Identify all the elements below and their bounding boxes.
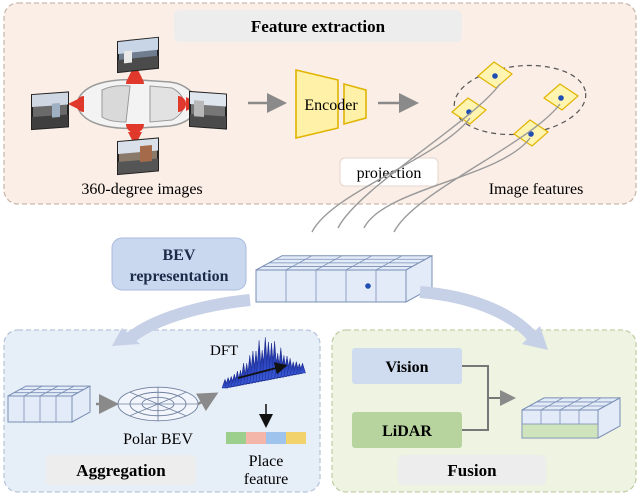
aggregation-panel: Polar BEV DFT Place feature Aggregation (3, 329, 321, 493)
bev-cube-front (255, 269, 407, 303)
right-camera-icon (178, 96, 186, 112)
projection-curve-1 (311, 117, 471, 233)
agg-cube-grid-t (55, 385, 75, 397)
fusion-vision-layer-grid-t (559, 397, 583, 411)
aggregation-title: Aggregation (76, 461, 166, 480)
rear-camera-image (117, 137, 159, 176)
feature-extraction-title: Feature extraction (251, 17, 386, 36)
polar-bev-grid (117, 386, 199, 422)
camera-images (31, 36, 227, 176)
projection-curve-3 (363, 137, 531, 229)
place-feature-bar (226, 432, 306, 444)
feature-extraction-panel: Feature extraction (3, 2, 637, 205)
encoder-label: Encoder (304, 97, 358, 114)
fusion-panel: Vision LiDAR Fusion (331, 329, 637, 493)
polar-bev-label: Polar BEV (123, 431, 193, 448)
projection-label-box (339, 157, 439, 187)
dft-axis-arrow (237, 362, 288, 379)
fusion-title: Fusion (447, 461, 497, 480)
bev-cube (255, 254, 433, 303)
fusion-title-box (398, 455, 546, 485)
polar-spoke (129, 391, 159, 405)
place-feature-line1: Place (249, 453, 284, 470)
bev-label-box: BEV representation (111, 237, 247, 291)
dft-peak-26 (299, 362, 306, 374)
place-feature-line2: feature (244, 471, 288, 488)
feature-point-4 (528, 131, 534, 137)
polar-spoke (129, 403, 159, 417)
aggregation-title-box (46, 455, 196, 485)
dft-spectrum (221, 337, 306, 389)
bev-point (365, 283, 371, 289)
feature-point-2 (558, 95, 564, 101)
right-camera-image (189, 90, 227, 130)
fusion-vision-layer-grid-t (578, 397, 602, 411)
left-camera-image (31, 91, 69, 131)
place-segment-3 (266, 432, 286, 444)
front-camera-image (117, 36, 159, 74)
polar-spoke (157, 391, 187, 405)
feature-point-1 (492, 73, 498, 79)
lidar-box (352, 412, 462, 448)
bev-label-line1: BEV (163, 247, 196, 264)
lidar-label: LiDAR (382, 423, 432, 440)
images-caption: 360-degree images (81, 181, 202, 198)
place-segment-2 (246, 432, 266, 444)
aggregation-bev-cube (7, 385, 91, 423)
fusion-vision-layer-grid-t (540, 397, 564, 411)
rear-camera-icon (126, 124, 144, 133)
car-illustration (68, 64, 200, 146)
sweep-arrows (112, 286, 548, 350)
features-caption: Image features (489, 181, 584, 198)
feature-extraction-title-box (174, 10, 462, 42)
projection-curves (311, 83, 561, 233)
fused-bev-cube (521, 397, 621, 439)
projection-curve-2 (337, 83, 501, 229)
encoder-block: Encoder (295, 68, 367, 140)
agg-cube-grid-t (23, 385, 43, 397)
polar-to-dft-arrow (196, 392, 219, 412)
bev-label-line2: representation (130, 268, 229, 285)
vision-box (352, 348, 462, 384)
vision-label: Vision (386, 359, 429, 376)
agg-cube-grid-t (39, 385, 59, 397)
fusion-lidar-layer (521, 423, 599, 439)
dft-label: DFT (210, 343, 238, 359)
bev-to-aggregation-arrow (123, 294, 251, 345)
place-segment-4 (286, 432, 306, 444)
polar-spoke (157, 403, 187, 417)
place-segment-1 (226, 432, 246, 444)
projection-curve-4 (393, 103, 561, 233)
bev-to-fusion-arrow (419, 286, 537, 341)
